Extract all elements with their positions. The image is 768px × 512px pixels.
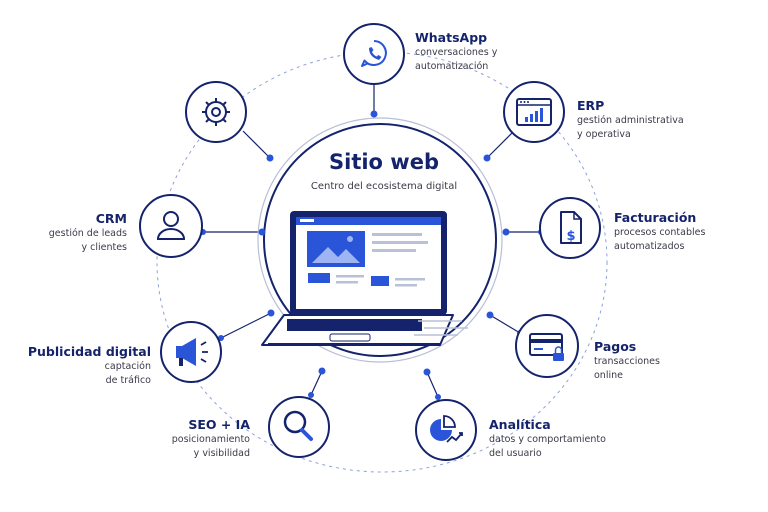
erp-desc-1: gestión administrativa	[577, 115, 684, 126]
whatsapp-desc-1: conversaciones y	[415, 47, 498, 58]
whatsapp-phone-icon	[361, 40, 387, 67]
facturacion-desc-1: procesos contables	[614, 227, 706, 238]
center-subtitle: Centro del ecosistema digital	[310, 181, 458, 192]
facturacion-label: Facturación procesos contables automatiz…	[614, 210, 705, 254]
crm-desc-1: gestión de leads	[48, 228, 127, 239]
publicidad-title: Publicidad digital	[27, 344, 151, 359]
center-title: Sitio web	[329, 150, 439, 174]
user-icon	[156, 211, 186, 240]
facturacion-node: $	[539, 197, 601, 259]
pagos-desc-1: transacciones	[594, 356, 660, 367]
seo-title: SEO + IA	[188, 417, 250, 432]
facturacion-title: Facturación	[614, 210, 697, 225]
settings-node	[185, 81, 247, 143]
pagos-label: Pagos transacciones online	[594, 339, 660, 383]
pagos-desc-2: online	[594, 370, 623, 381]
megaphone-icon	[176, 338, 208, 366]
crm-label: CRM gestión de leads y clientes	[49, 211, 127, 255]
pie-chart-icon	[430, 415, 463, 443]
card-lock-icon	[529, 333, 564, 361]
whatsapp-desc-2: automatización	[415, 61, 489, 72]
publicidad-desc-2: de tráfico	[105, 375, 151, 386]
analitica-label: Analítica datos y comportamiento del usu…	[489, 417, 606, 461]
crm-title: CRM	[95, 211, 127, 226]
seo-node	[268, 396, 330, 458]
publicidad-node	[160, 321, 222, 383]
whatsapp-node	[343, 23, 405, 85]
connector-dots	[200, 110, 544, 400]
pagos-title: Pagos	[594, 339, 637, 354]
erp-node	[503, 81, 565, 143]
erp-label: ERP gestión administrativa y operativa	[577, 98, 684, 142]
seo-label: SEO + IA posicionamiento y visibilidad	[172, 417, 250, 461]
seo-desc-1: posicionamiento	[171, 434, 250, 445]
publicidad-desc-1: captación	[104, 361, 151, 372]
analitica-desc-2: del usuario	[489, 448, 542, 459]
connectors	[203, 84, 541, 398]
crm-desc-2: y clientes	[81, 242, 127, 253]
gear-icon	[202, 98, 230, 126]
laptop-icon	[261, 211, 468, 346]
seo-desc-2: y visibilidad	[193, 448, 250, 459]
analitica-desc-1: datos y comportamiento	[489, 434, 606, 445]
pagos-node	[515, 314, 579, 378]
analitica-node	[415, 399, 477, 461]
facturacion-desc-2: automatizados	[614, 241, 685, 252]
crm-node	[139, 194, 203, 258]
invoice-dollar-icon: $	[560, 211, 582, 244]
erp-desc-2: y operativa	[577, 129, 631, 140]
center-outer-ring	[257, 117, 503, 363]
erp-title: ERP	[577, 98, 605, 113]
browser-chart-icon	[516, 98, 552, 126]
whatsapp-title: WhatsApp	[415, 30, 488, 45]
magnifier-icon	[283, 410, 313, 441]
analitica-title: Analítica	[489, 417, 551, 432]
svg-text:$: $	[566, 229, 575, 244]
publicidad-label: Publicidad digital captación de tráfico	[28, 344, 151, 388]
whatsapp-label: WhatsApp conversaciones y automatización	[415, 30, 497, 74]
